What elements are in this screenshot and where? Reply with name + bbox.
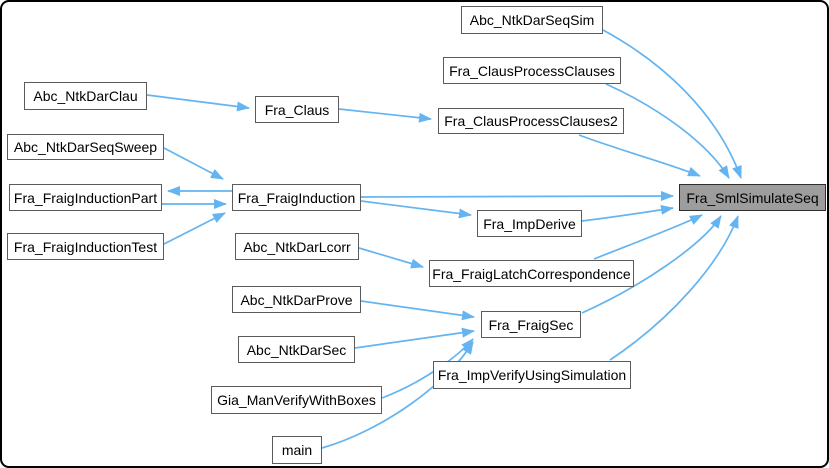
node-Fra_FraigLatchCorrespondence[interactable]: Fra_FraigLatchCorrespondence bbox=[429, 260, 634, 287]
edge-Fra_ClausProcessClauses2-to-Fra_SmlSimulateSeq bbox=[578, 134, 701, 177]
node-Abc_NtkDarSeqSim[interactable]: Abc_NtkDarSeqSim bbox=[461, 6, 603, 34]
node-Abc_NtkDarSec[interactable]: Abc_NtkDarSec bbox=[238, 336, 355, 363]
edge-Fra_FraigSec-to-Fra_SmlSimulateSeq bbox=[581, 215, 722, 314]
edge-group bbox=[146, 29, 742, 449]
node-Abc_NtkDarLcorr[interactable]: Abc_NtkDarLcorr bbox=[235, 233, 359, 260]
node-Gia_ManVerifyWithBoxes[interactable]: Gia_ManVerifyWithBoxes bbox=[211, 386, 382, 414]
edge-Abc_NtkDarLcorr-to-Fra_FraigLatchCorrespondence bbox=[358, 247, 424, 269]
node-Fra_ClausProcessClauses[interactable]: Fra_ClausProcessClauses bbox=[443, 57, 621, 84]
edge-Fra_FraigInduction-to-Fra_SmlSimulateSeq bbox=[360, 191, 674, 202]
node-Abc_NtkDarClau[interactable]: Abc_NtkDarClau bbox=[24, 82, 147, 110]
edge-Fra_FraigInduction-to-Fra_ImpDerive bbox=[360, 200, 472, 219]
node-Fra_FraigInductionTest[interactable]: Fra_FraigInductionTest bbox=[7, 233, 164, 260]
node-Fra_SmlSimulateSeq: Fra_SmlSimulateSeq bbox=[679, 184, 826, 211]
node-main[interactable]: main bbox=[272, 436, 322, 464]
edge-Fra_ImpVerifyUsingSimulation-to-Fra_SmlSimulateSeq bbox=[609, 215, 739, 361]
node-Fra_ImpVerifyUsingSimulation[interactable]: Fra_ImpVerifyUsingSimulation bbox=[433, 361, 631, 389]
node-Fra_ClausProcessClauses2[interactable]: Fra_ClausProcessClauses2 bbox=[438, 108, 624, 134]
edge-Abc_NtkDarProve-to-Fra_FraigSec bbox=[360, 300, 475, 321]
edge-Fra_ImpDerive-to-Fra_SmlSimulateSeq bbox=[581, 204, 674, 222]
edge-Fra_FraigInductionTest-to-Fra_FraigInduction bbox=[163, 212, 226, 245]
edge-Abc_NtkDarSeqSweep-to-Fra_FraigInduction bbox=[163, 147, 224, 180]
edge-Abc_NtkDarSec-to-Fra_FraigSec bbox=[354, 327, 475, 349]
edge-Abc_NtkDarClau-to-Fra_Claus bbox=[146, 94, 250, 112]
node-Abc_NtkDarSeqSweep[interactable]: Abc_NtkDarSeqSweep bbox=[7, 134, 164, 160]
node-Fra_ImpDerive[interactable]: Fra_ImpDerive bbox=[477, 210, 582, 237]
edge-Fra_ClausProcessClauses-to-Fra_SmlSimulateSeq bbox=[605, 83, 730, 179]
node-Fra_FraigInductionPart[interactable]: Fra_FraigInductionPart bbox=[9, 184, 162, 211]
edge-Fra_Claus-to-Fra_ClausProcessClauses2 bbox=[338, 108, 432, 123]
edge-Abc_NtkDarSeqSim-to-Fra_SmlSimulateSeq bbox=[602, 29, 742, 179]
edge-main-to-Fra_FraigSec bbox=[321, 341, 474, 449]
node-Fra_FraigSec[interactable]: Fra_FraigSec bbox=[481, 311, 581, 338]
node-Fra_Claus[interactable]: Fra_Claus bbox=[255, 96, 339, 123]
edge-Fra_FraigLatchCorrespondence-to-Fra_SmlSimulateSeq bbox=[593, 214, 703, 260]
node-Fra_FraigInduction[interactable]: Fra_FraigInduction bbox=[232, 184, 361, 211]
node-Abc_NtkDarProve[interactable]: Abc_NtkDarProve bbox=[232, 286, 361, 313]
